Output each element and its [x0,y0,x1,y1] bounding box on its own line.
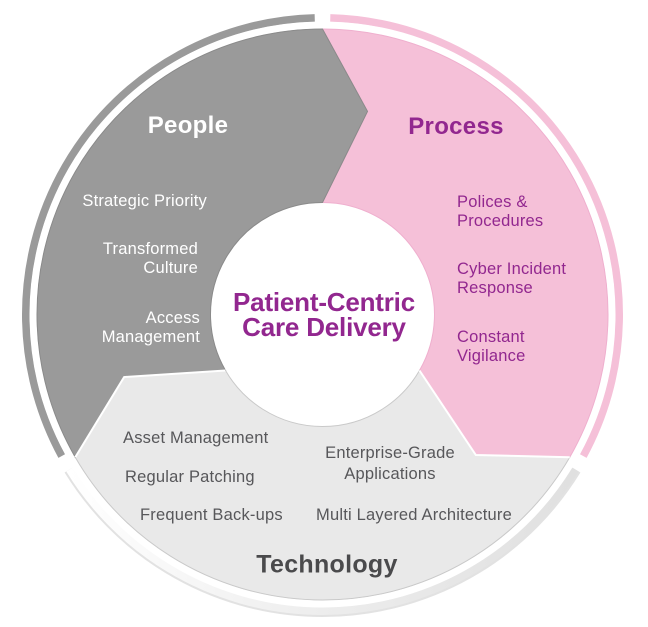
center-circle [212,204,433,425]
people-white-ring-arc [29,22,311,450]
center-label-line2: Care Delivery [242,312,406,342]
process-outer-band-arc [330,14,623,458]
people-segment-shape [36,28,369,459]
process-segment-shape [321,28,609,458]
item-strategic-priority: Strategic Priority [82,192,207,210]
technology-people-seam [74,369,226,458]
technology-white-ring-arc [75,468,570,608]
item-multi-layered-architecture: Multi Layered Architecture [316,506,512,524]
process-technology-seam [418,369,570,459]
item-enterprise-grade-applications: Enterprise-Grade Applications [325,444,455,483]
item-transformed-culture: Transformed Culture [102,240,198,277]
process-white-ring-arc [334,22,616,450]
technology-outer-band-arc [66,467,579,615]
item-access-management: Access Management [101,309,200,346]
center-label: Patient-Centric Care Delivery [233,287,415,342]
item-regular-patching: Regular Patching [125,468,255,486]
item-frequent-back-ups: Frequent Back-ups [140,506,283,524]
people-outer-band-arc [22,14,315,458]
people-label: People [147,112,229,139]
technology-label: Technology [256,550,398,579]
process-label: Process [408,113,504,140]
item-polices-procedures: Polices & Procedures [457,193,544,230]
item-constant-vigilance: Constant Vigilance [457,328,526,365]
center-label-line1: Patient-Centric [233,287,415,317]
technology-segment-shape [74,369,571,601]
item-cyber-incident-response: Cyber Incident Response [457,260,567,297]
item-asset-management: Asset Management [123,429,269,447]
